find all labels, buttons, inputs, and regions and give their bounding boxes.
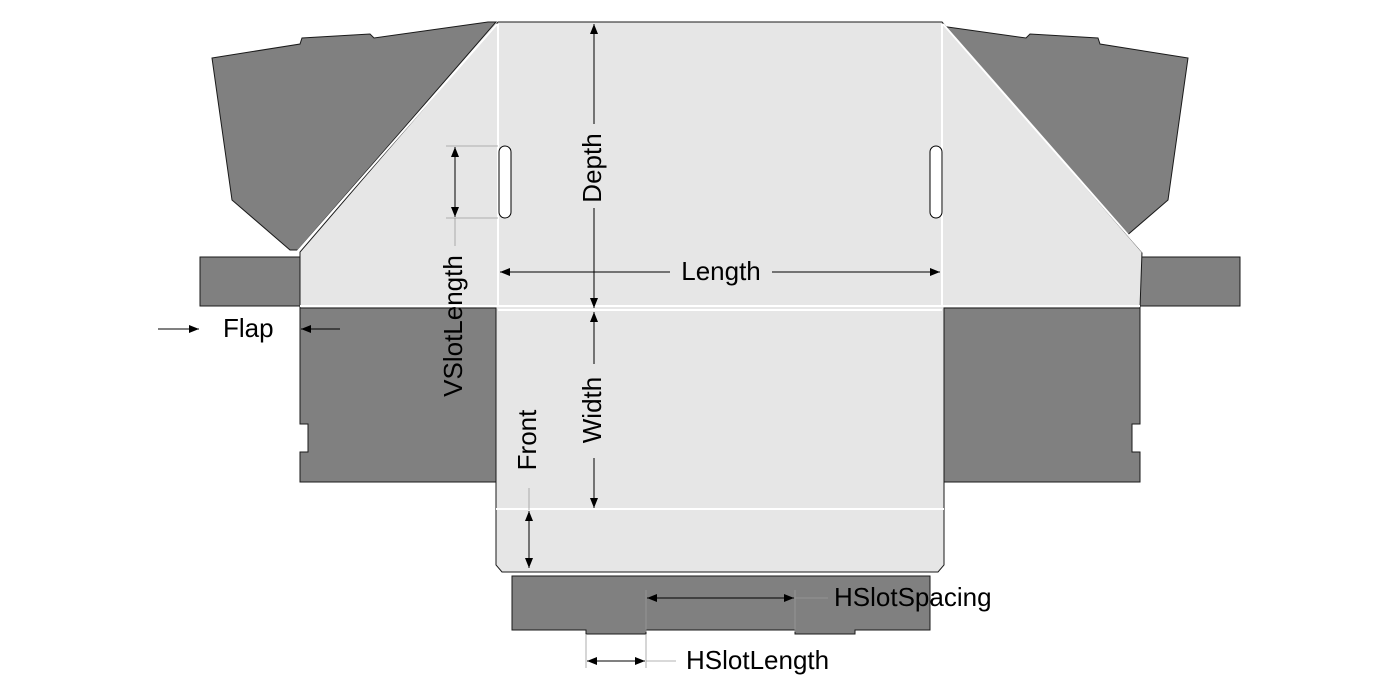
vslot-length-label: VSlotLength — [438, 255, 468, 397]
width-dimension: Width — [577, 312, 607, 508]
length-dimension: Length — [500, 256, 940, 286]
width-label: Width — [577, 377, 607, 443]
flap-dimension: Flap — [158, 313, 340, 343]
right-side-panel — [943, 307, 1141, 483]
left-end-flap — [199, 256, 301, 307]
hslot-length-dimension: HSlotLength — [585, 634, 829, 675]
right-handle-slot — [929, 145, 943, 219]
length-label: Length — [681, 256, 761, 286]
depth-dimension: Depth — [577, 24, 607, 308]
front-label: Front — [512, 409, 542, 470]
hslot-spacing-label: HSlotSpacing — [834, 582, 992, 612]
flap-label: Flap — [223, 313, 274, 343]
hslot-length-label: HSlotLength — [686, 645, 829, 675]
front-dimension: Front — [512, 409, 542, 568]
fold-lines — [296, 23, 1144, 510]
vslot-length-dimension: VSlotLength — [438, 145, 498, 397]
left-handle-slot — [498, 145, 512, 219]
left-top-flap — [211, 21, 498, 251]
hslot-spacing-dimension: HSlotSpacing — [645, 582, 992, 632]
right-end-flap — [1139, 256, 1241, 307]
depth-label: Depth — [577, 133, 607, 202]
